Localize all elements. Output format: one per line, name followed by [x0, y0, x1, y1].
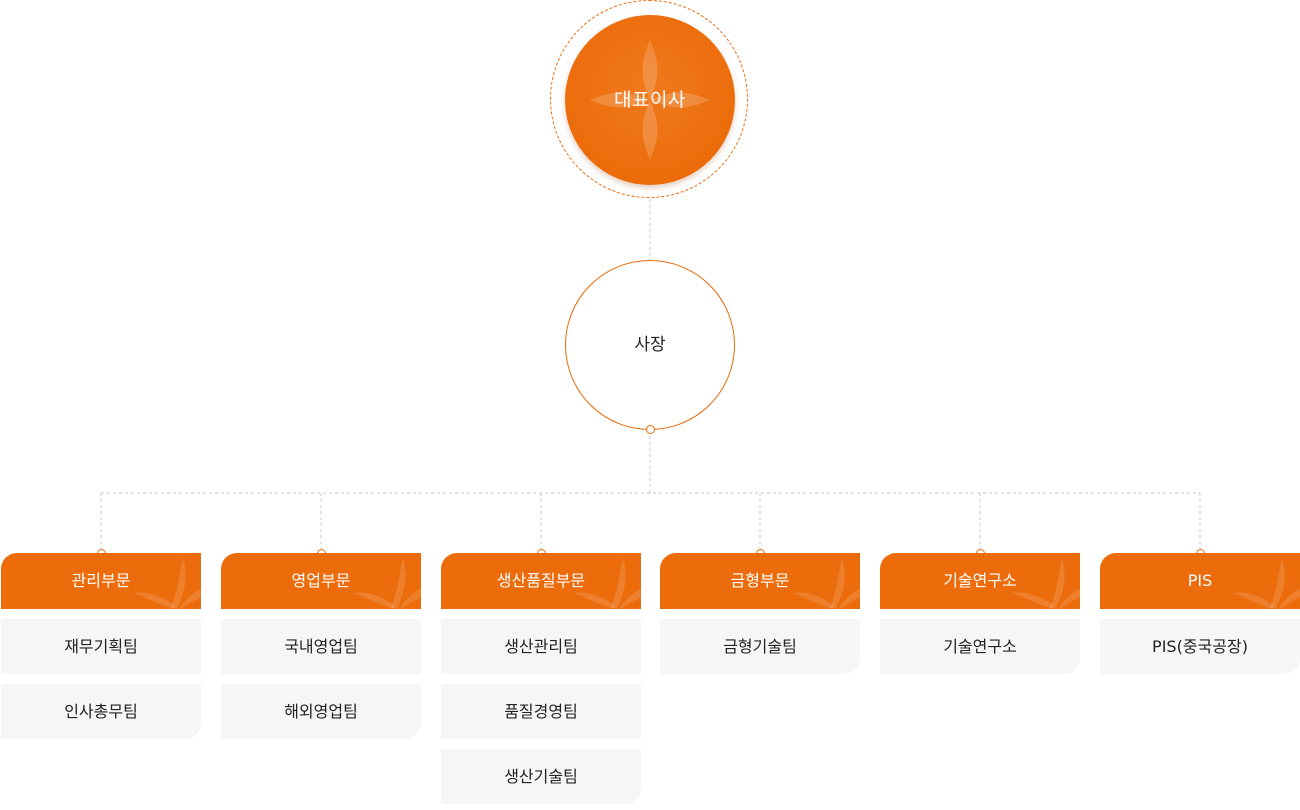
division-research-lab: 기술연구소 기술연구소	[880, 553, 1080, 674]
ceo-node: 대표이사	[565, 15, 735, 185]
team-list: 재무기획팀 인사총무팀	[1, 619, 201, 739]
division-production-quality: 생산품질부문 생산관리팀 품질경영팀 생산기술팀	[441, 553, 641, 804]
sunburst-decoration-icon	[133, 558, 201, 609]
team-item: 금형기술팀	[660, 619, 860, 674]
team-list: 국내영업팀 해외영업팀	[221, 619, 421, 739]
star-emblem-icon	[590, 40, 710, 160]
team-list: PIS(중국공장)	[1100, 619, 1300, 674]
team-item: 해외영업팀	[221, 684, 421, 739]
team-item: 생산관리팀	[441, 619, 641, 674]
team-item: 기술연구소	[880, 619, 1080, 674]
division-pis: PIS PIS(중국공장)	[1100, 553, 1300, 674]
team-item: 인사총무팀	[1, 684, 201, 739]
division-header: 영업부문	[221, 553, 421, 609]
division-label: 기술연구소	[943, 571, 1017, 590]
ceo-label: 대표이사	[614, 89, 686, 111]
division-header: 생산품질부문	[441, 553, 641, 609]
sunburst-decoration-icon	[353, 558, 421, 609]
president-connector-dot	[646, 425, 655, 434]
division-header: 금형부문	[660, 553, 860, 609]
division-label: PIS	[1187, 571, 1213, 590]
sunburst-decoration-icon	[1012, 558, 1080, 609]
division-header: PIS	[1100, 553, 1300, 609]
team-item: 품질경영팀	[441, 684, 641, 739]
sunburst-decoration-icon	[573, 558, 641, 609]
president-node: 사장	[565, 260, 735, 430]
division-management: 관리부문 재무기획팀 인사총무팀	[1, 553, 201, 739]
division-label: 영업부문	[291, 571, 351, 590]
team-item: PIS(중국공장)	[1100, 619, 1300, 674]
division-sales: 영업부문 국내영업팀 해외영업팀	[221, 553, 421, 739]
division-label: 생산품질부문	[496, 571, 586, 590]
sunburst-decoration-icon	[792, 558, 860, 609]
team-item: 국내영업팀	[221, 619, 421, 674]
team-list: 기술연구소	[880, 619, 1080, 674]
division-label: 금형부문	[730, 571, 790, 590]
team-list: 생산관리팀 품질경영팀 생산기술팀	[441, 619, 641, 804]
division-header: 기술연구소	[880, 553, 1080, 609]
team-item: 생산기술팀	[441, 749, 641, 804]
division-label: 관리부문	[71, 571, 131, 590]
division-mold: 금형부문 금형기술팀	[660, 553, 860, 674]
division-header: 관리부문	[1, 553, 201, 609]
ceo-ring	[550, 0, 748, 198]
team-list: 금형기술팀	[660, 619, 860, 674]
sunburst-decoration-icon	[1232, 558, 1300, 609]
team-item: 재무기획팀	[1, 619, 201, 674]
president-label: 사장	[634, 335, 666, 355]
